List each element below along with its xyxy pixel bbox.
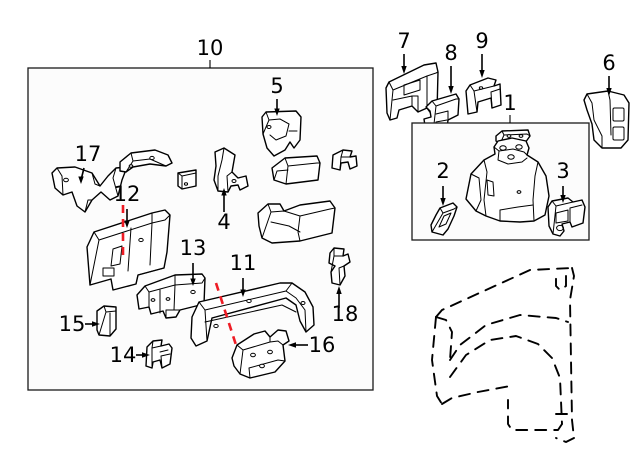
callout-17[interactable]: 17 [75, 142, 102, 184]
callout-label-16: 16 [309, 333, 336, 357]
callout-label-1: 1 [503, 91, 516, 115]
part-14-shape[interactable] [145, 339, 173, 369]
part-16-shape[interactable] [231, 329, 290, 379]
part-unnumbered-side-panel-upper[interactable] [271, 155, 321, 185]
callout-5[interactable]: 5 [270, 74, 284, 116]
callout-8[interactable]: 8 [444, 41, 458, 94]
callout-label-18: 18 [332, 302, 359, 326]
part-shock-tower[interactable] [465, 137, 550, 223]
callout-label-13: 13 [180, 236, 207, 260]
callout-label-17: 17 [75, 142, 102, 166]
callout-label-8: 8 [444, 41, 457, 65]
part-12-shape[interactable] [86, 209, 171, 291]
part-unnumbered-clip-right[interactable] [331, 149, 358, 171]
callout-14[interactable]: 14 [110, 343, 150, 367]
callout-label-7: 7 [397, 29, 410, 53]
callout-9[interactable]: 9 [475, 29, 489, 78]
callout-11[interactable]: 11 [230, 251, 257, 297]
part-15-shape[interactable] [96, 305, 117, 337]
part-18-shape[interactable] [328, 247, 351, 286]
callout-6[interactable]: 6 [602, 51, 616, 96]
callout-label-3: 3 [556, 159, 569, 183]
callout-3[interactable]: 3 [556, 159, 570, 203]
cut-line-11 [214, 282, 238, 346]
callout-label-15: 15 [59, 312, 86, 336]
part-2-shape[interactable] [430, 202, 458, 236]
part-6-shape[interactable] [583, 90, 630, 149]
part-unnumbered-channel[interactable] [257, 200, 336, 244]
callout-label-14: 14 [110, 343, 137, 367]
fender-ghost-outline [431, 267, 575, 443]
callout-4[interactable]: 4 [217, 188, 231, 234]
part-17-shape[interactable] [51, 166, 128, 213]
callout-label-10: 10 [197, 36, 224, 60]
callout-16[interactable]: 16 [288, 333, 335, 357]
part-4-shape[interactable] [213, 147, 249, 193]
callout-2[interactable]: 2 [436, 159, 450, 206]
callout-label-2: 2 [436, 159, 449, 183]
callout-13[interactable]: 13 [180, 236, 207, 286]
callout-label-4: 4 [217, 210, 230, 234]
part-5-shape[interactable] [261, 110, 302, 157]
callout-label-11: 11 [230, 251, 257, 275]
callout-label-12: 12 [114, 182, 141, 206]
callout-label-5: 5 [270, 74, 283, 98]
callout-label-9: 9 [475, 29, 488, 53]
callout-18[interactable]: 18 [332, 286, 359, 326]
callout-7[interactable]: 7 [397, 29, 411, 74]
part-9-shape[interactable] [465, 77, 502, 115]
part-unnumbered-upper-rail[interactable] [119, 149, 173, 173]
callout-label-6: 6 [602, 51, 615, 75]
part-13-shape[interactable] [136, 273, 206, 319]
callout-12[interactable]: 12 [114, 182, 141, 228]
callout-15[interactable]: 15 [59, 312, 100, 336]
part-unnumbered-small-plate[interactable] [177, 169, 197, 190]
part-3-shape[interactable] [547, 197, 586, 237]
